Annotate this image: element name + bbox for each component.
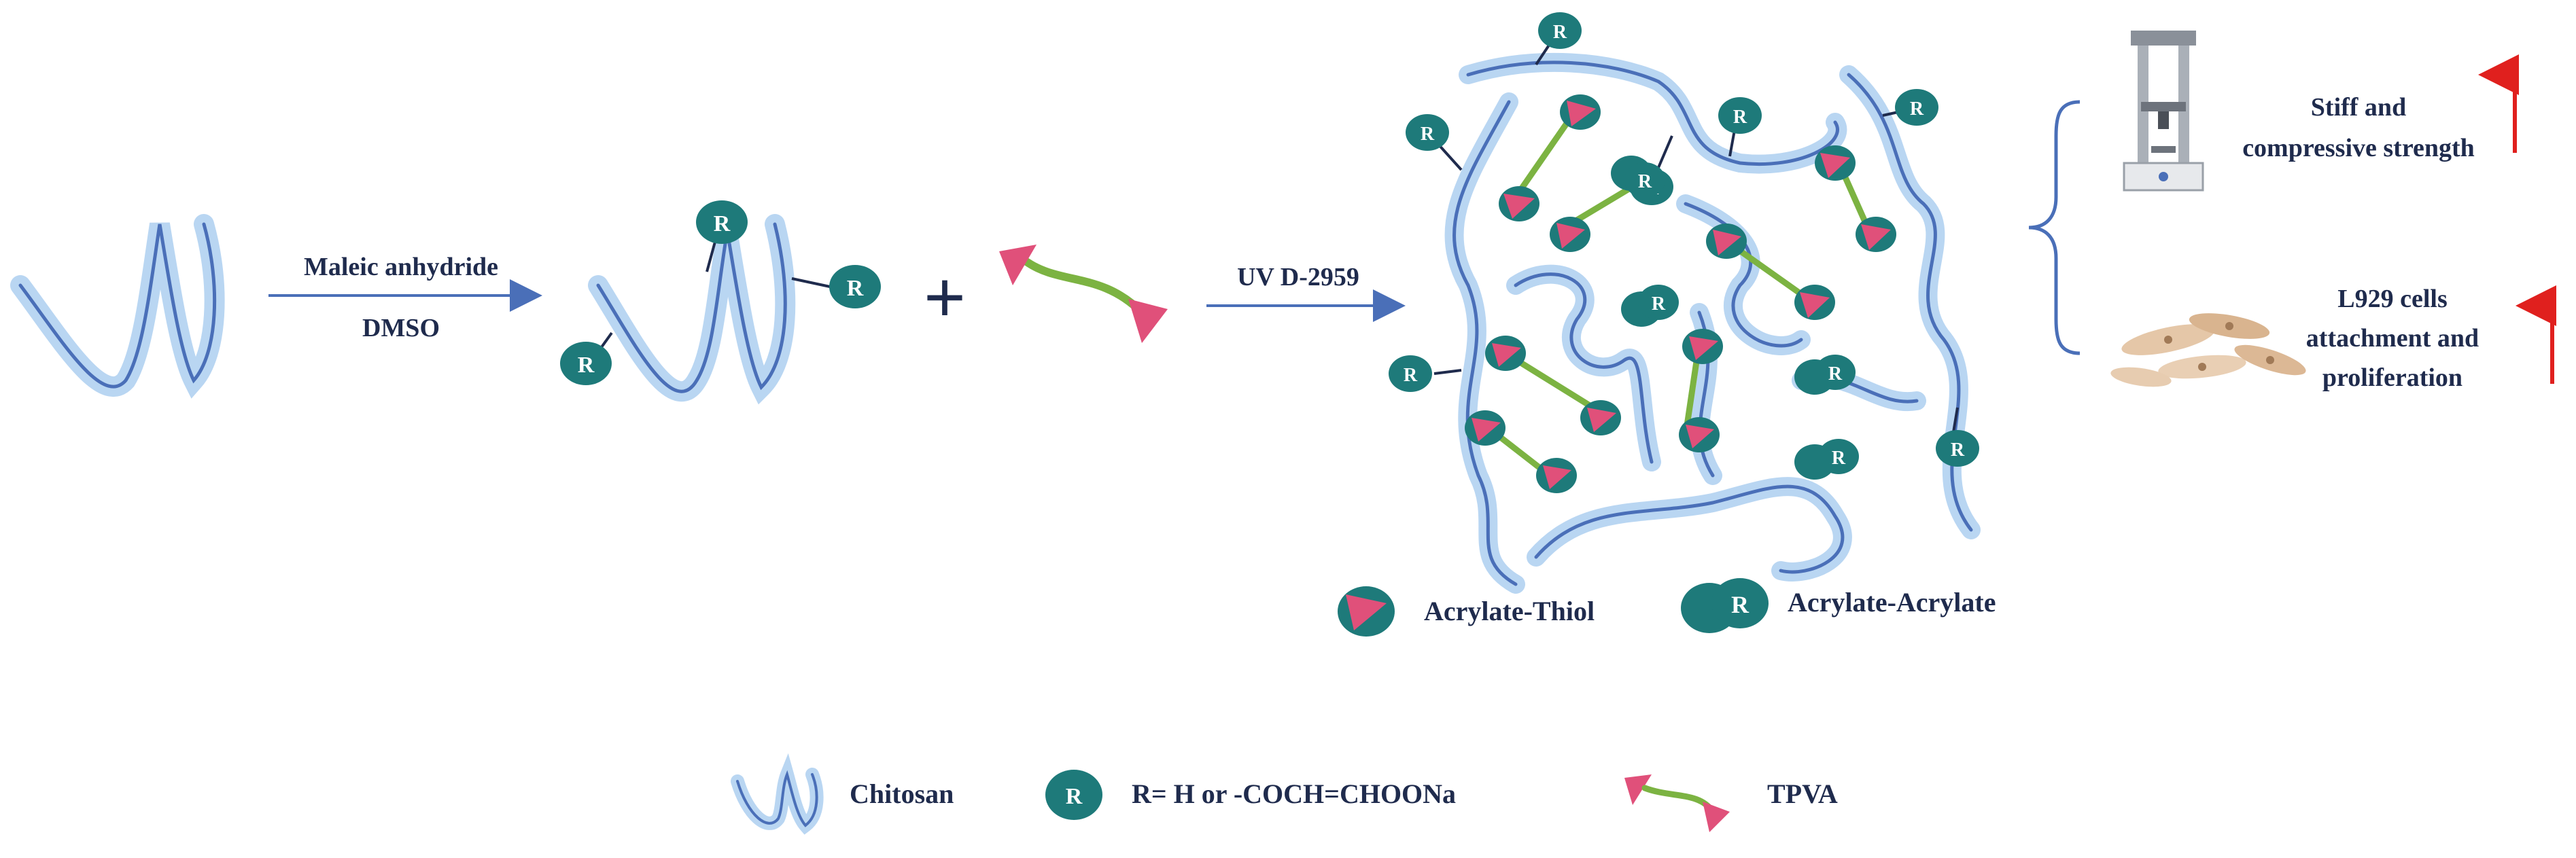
properties-bracket (2028, 100, 2081, 355)
reaction-arrow-1: Maleic anhydride DMSO (268, 253, 542, 342)
bottom-legend: Chitosan R R= H or -COCH=CHOONa TPVA (731, 753, 1838, 835)
acrylate-thiol-junction (1485, 336, 1526, 371)
acrylate-acrylate-junction: R (1794, 439, 1859, 480)
acrylate-acrylate-label: Acrylate-Acrylate (1788, 587, 1996, 618)
r-group-badge: R (829, 265, 881, 308)
acrylate-thiol-junction (1499, 186, 1539, 221)
proliferation-label: proliferation (2322, 363, 2462, 392)
cell-property: L929 cells attachment and proliferation (2306, 285, 2556, 392)
chitosan-legend-label: Chitosan (850, 779, 954, 809)
plus-sign: + (924, 256, 967, 339)
svg-text:R: R (1421, 124, 1435, 145)
r-group-badge: R (560, 342, 612, 385)
acrylate-thiol-junction (1815, 145, 1856, 181)
tpva-crosslinker (999, 245, 1168, 343)
r-group-badge: R (1718, 97, 1762, 157)
svg-text:R: R (578, 353, 595, 378)
svg-text:R: R (1066, 784, 1083, 809)
svg-text:R: R (1828, 363, 1843, 385)
photoinitiator-label: UV D-2959 (1237, 263, 1359, 291)
acrylate-thiol-junction (1465, 410, 1505, 446)
chitosan-legend-icon (731, 753, 824, 835)
tpva-legend-icon (1624, 774, 1730, 832)
hydrogel-network: R R R R R R R R R R R (1389, 12, 1981, 594)
svg-text:R: R (1404, 365, 1418, 386)
acrylate-thiol-junction (1682, 329, 1723, 364)
l929-cells-icon (2110, 313, 2306, 387)
acrylate-thiol-junction (1706, 224, 1747, 259)
r-group-badge: R (1936, 407, 1979, 467)
acrylate-thiol-junction (1679, 417, 1720, 452)
acrylate-thiol-label: Acrylate-Thiol (1424, 596, 1595, 626)
acrylate-thiol-junction (1856, 217, 1896, 252)
svg-text:R: R (1733, 107, 1747, 128)
svg-text:R: R (1652, 293, 1666, 315)
svg-text:R: R (1951, 440, 1965, 461)
svg-text:R: R (1910, 99, 1924, 120)
stiff-label: Stiff and (2311, 93, 2406, 122)
acrylate-thiol-junction (1536, 458, 1577, 493)
svg-text:R: R (1553, 22, 1567, 43)
reagent-label: Maleic anhydride (304, 253, 498, 281)
reaction-arrow-2: UV D-2959 (1206, 263, 1406, 322)
acrylate-thiol-junction (1560, 94, 1601, 130)
chitosan-chain-start (10, 214, 225, 399)
acrylate-thiol-junction (1580, 400, 1621, 435)
testing-machine-icon (2123, 31, 2204, 192)
r-group-legend-icon (1045, 770, 1102, 820)
tpva-legend-label: TPVA (1767, 779, 1838, 809)
r-group-legend-label: R= H or -COCH=CHOONa (1132, 779, 1456, 809)
svg-text:R: R (714, 211, 731, 236)
svg-text:R: R (847, 276, 864, 301)
solvent-label: DMSO (362, 314, 440, 342)
acrylate-acrylate-junction: R (1794, 355, 1856, 395)
compressive-strength-label: compressive strength (2242, 134, 2475, 162)
modified-chitosan: R R R (560, 200, 881, 405)
l929-label: L929 cells (2337, 285, 2447, 313)
acrylate-thiol-junction (1794, 285, 1835, 320)
attachment-label: attachment and (2306, 324, 2479, 353)
crosslink-legend: Acrylate-Thiol R Acrylate-Acrylate (1338, 578, 1996, 637)
svg-text:R: R (1731, 591, 1750, 618)
acrylate-acrylate-junction: R (1611, 156, 1665, 198)
svg-text:R: R (1638, 171, 1652, 192)
r-group-badge: R (696, 200, 748, 244)
r-group-badge: R (1535, 12, 1582, 66)
r-group-badge: R (1406, 114, 1463, 171)
acrylate-acrylate-junction: R (1621, 285, 1679, 327)
acrylate-thiol-junction (1550, 217, 1590, 252)
r-group-badge: R (1389, 355, 1462, 392)
mechanical-property: Stiff and compressive strength (2242, 54, 2519, 162)
svg-text:R: R (1832, 448, 1846, 469)
r-group-badge: R (1882, 89, 1938, 126)
